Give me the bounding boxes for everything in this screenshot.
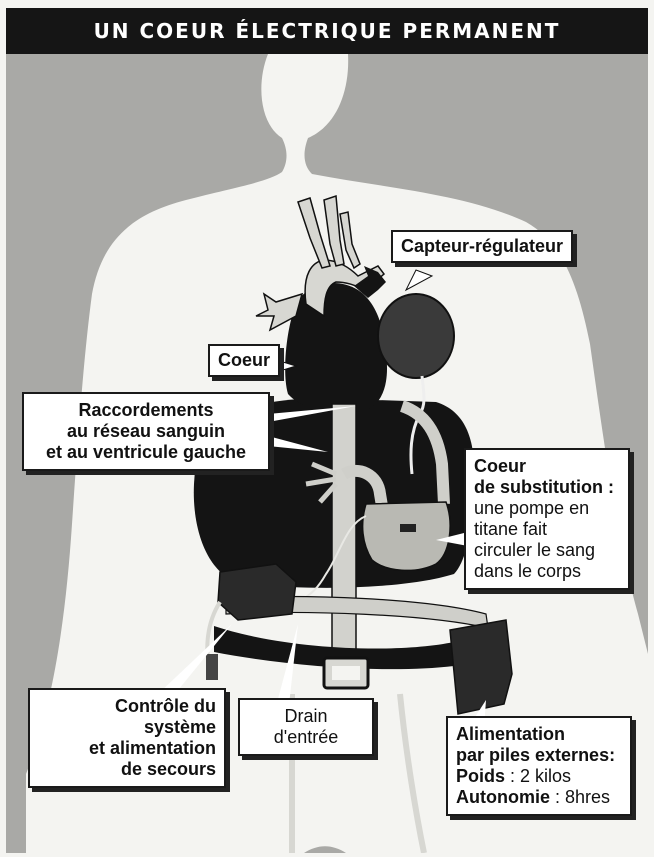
autonomie-key: Autonomie <box>456 787 550 807</box>
inlet-tube <box>332 404 356 662</box>
pump-port <box>400 524 416 532</box>
alimentation-bold-2: par piles externes: <box>456 745 622 766</box>
label-controle: Contrôle du système et alimentation de s… <box>28 688 226 788</box>
label-coeur-substitution: Coeur de substitution : une pompe en tit… <box>464 448 630 590</box>
autonomie-value: : 8hres <box>550 787 610 807</box>
substitution-line-2: titane fait <box>474 519 620 540</box>
control-clip <box>206 654 218 680</box>
label-raccordements: Raccordements au réseau sanguin et au ve… <box>22 392 270 471</box>
external-battery <box>450 620 512 714</box>
figure-frame: UN COEUR ÉLECTRIQUE PERMANENT <box>6 8 648 853</box>
control-unit <box>218 564 296 620</box>
title-bar: UN COEUR ÉLECTRIQUE PERMANENT <box>6 8 648 54</box>
drain-line-2: d'entrée <box>246 727 366 748</box>
sensor-regulator-disk <box>378 294 454 378</box>
titanium-pump <box>363 502 450 570</box>
controle-line-1: Contrôle du <box>38 696 216 717</box>
raccordements-line-1: Raccordements <box>30 400 262 421</box>
substitution-line-4: dans le corps <box>474 561 620 582</box>
substitution-bold-1: Coeur <box>474 456 620 477</box>
autonomie-line: Autonomie : 8hres <box>456 787 622 808</box>
controle-line-3: et alimentation <box>38 738 216 759</box>
capteur-text: Capteur-régulateur <box>401 236 563 257</box>
substitution-line-1: une pompe en <box>474 498 620 519</box>
belt-buckle-inner <box>332 666 360 680</box>
drain-line-1: Drain <box>246 706 366 727</box>
raccordements-line-2: au réseau sanguin <box>30 421 262 442</box>
raccordements-line-3: et au ventricule gauche <box>30 442 262 463</box>
label-drain: Drain d'entrée <box>238 698 374 756</box>
alimentation-bold-1: Alimentation <box>456 724 622 745</box>
figure-title: UN COEUR ÉLECTRIQUE PERMANENT <box>94 19 561 43</box>
coeur-text: Coeur <box>218 350 270 371</box>
controle-line-2: système <box>38 717 216 738</box>
poids-line: Poids : 2 kilos <box>456 766 622 787</box>
poids-value: : 2 kilos <box>505 766 571 786</box>
substitution-line-3: circuler le sang <box>474 540 620 561</box>
substitution-bold-2: de substitution : <box>474 477 620 498</box>
controle-line-4: de secours <box>38 759 216 780</box>
label-alimentation: Alimentation par piles externes: Poids :… <box>446 716 632 816</box>
label-capteur-regulateur: Capteur-régulateur <box>391 230 573 263</box>
label-coeur: Coeur <box>208 344 280 377</box>
poids-key: Poids <box>456 766 505 786</box>
